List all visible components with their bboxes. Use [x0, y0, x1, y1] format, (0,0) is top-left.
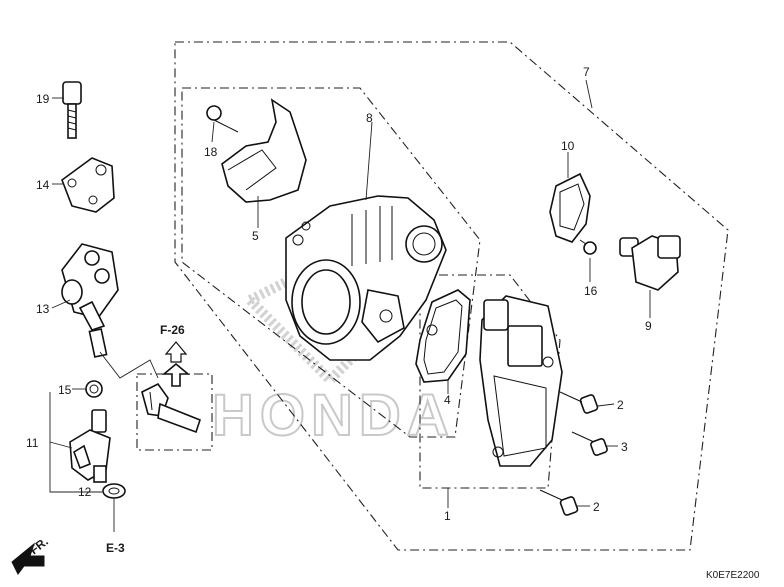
bolt-19 [62, 81, 82, 139]
front-direction-arrow [11, 542, 45, 575]
holder-14 [61, 243, 119, 358]
watermark-text: HONDA [212, 383, 455, 448]
callout-13: 12 [78, 485, 92, 499]
callout-1: 1 [444, 509, 451, 523]
screw-3 [571, 431, 608, 456]
callout-11: 16 [584, 284, 598, 298]
drawing-code: K0E7E2200 [706, 570, 760, 581]
callout-18: 18 [204, 145, 218, 159]
throttle-body-frame [181, 87, 481, 438]
callout-9: 9 [645, 319, 652, 333]
callout-labels: 19 14 13 15 11 12 18 5 8 7 10 16 9 4 1 2… [26, 65, 652, 523]
callout-8: 8 [366, 111, 373, 125]
o-ring-16 [85, 380, 103, 398]
callout-15: 14 [36, 178, 50, 192]
sensor-9 [619, 235, 681, 291]
sensor-unit-frame [419, 274, 561, 489]
callout-2-lower: 2 [593, 500, 600, 514]
fitting-f26 [141, 362, 201, 434]
throttle-body-8 [285, 195, 447, 361]
seal-ring-13 [102, 483, 126, 499]
callout-5: 5 [252, 229, 259, 243]
screw-11 [579, 239, 597, 255]
callout-14: 13 [36, 302, 50, 316]
callout-10: 10 [561, 139, 575, 153]
callout-19: 19 [36, 92, 50, 106]
reference-arrow-f26 [164, 341, 188, 363]
leader-lines [49, 79, 651, 532]
injector-12 [69, 409, 111, 483]
bracket-15 [61, 157, 115, 213]
throttle-body-assembly-frame [174, 41, 729, 551]
screw-18 [206, 105, 239, 133]
gasket-4 [415, 289, 471, 383]
cover-bracket-5 [221, 98, 307, 203]
callout-7: 7 [583, 65, 590, 79]
reference-label-e3: E-3 [106, 541, 125, 555]
callout-3: 3 [621, 440, 628, 454]
callout-4: 4 [444, 393, 451, 407]
callout-2-upper: 2 [617, 398, 624, 412]
sensor-unit-1 [479, 295, 563, 467]
screw-2-upper [559, 391, 599, 414]
callout-16: 15 [58, 383, 72, 397]
screw-2-lower [539, 489, 579, 516]
honda-watermark: HONDA [211, 254, 455, 449]
hose-line [99, 351, 159, 379]
reference-label-f26: F-26 [160, 323, 185, 337]
callout-12: 11 [26, 436, 39, 450]
gasket-10 [549, 172, 591, 243]
